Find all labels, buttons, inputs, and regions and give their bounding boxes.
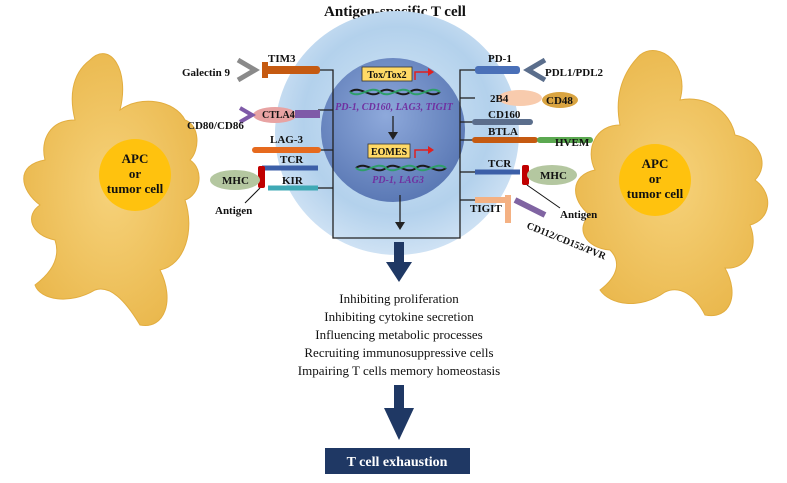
hvem-label: HVEM <box>555 137 590 149</box>
signal-bracket <box>318 69 475 239</box>
apc-left-core <box>99 139 171 211</box>
tox-label: Tox/Tox2 <box>367 70 406 81</box>
left-receptors: TIM3 Galectin 9 CTLA4 CD80/CD86 LAG-3 TC… <box>182 53 321 217</box>
cd80-cd86-label: CD80/CD86 <box>187 120 244 132</box>
apc-right-line1: APC <box>642 156 669 171</box>
tox-box <box>361 66 413 82</box>
ctla4-label: CTLA4 <box>262 110 295 121</box>
mhc-left <box>210 170 260 190</box>
galectin9-label: Galectin 9 <box>182 67 230 79</box>
tim3-label: TIM3 <box>268 53 296 65</box>
apc-right-line2: or <box>649 171 662 186</box>
apc-right-cell: APC or tumor cell <box>575 50 769 317</box>
pdl1-pdl2-label: PDL1/PDL2 <box>545 67 604 79</box>
tox-red-arrow <box>428 68 434 76</box>
kir-label: KIR <box>282 175 304 187</box>
tox-targets: PD-1, CD160, LAG3, TIGIT <box>335 102 454 113</box>
apc-right-line3: tumor cell <box>627 186 684 201</box>
cd48-ligand <box>542 92 578 108</box>
eomes-box <box>367 143 411 159</box>
outcome-box <box>325 448 470 474</box>
effects-list: Inhibiting proliferation Inhibiting cyto… <box>298 291 500 378</box>
eomes-red-arrow <box>428 146 434 154</box>
2b4-label: 2B4 <box>490 93 509 105</box>
apc-left-line2: or <box>129 166 142 181</box>
eomes-targets: PD-1, LAG3 <box>372 175 424 186</box>
arrow-to-effects <box>386 242 412 282</box>
nucleus-contents: Tox/Tox2 PD-1, CD160, LAG3, TIGIT EOMES … <box>335 66 454 186</box>
eomes-label: EOMES <box>371 147 408 158</box>
apc-left-cell: APC or tumor cell <box>23 53 200 326</box>
antigen-right <box>522 165 529 185</box>
pdl1-ligand <box>523 57 547 83</box>
lag3-label: LAG-3 <box>270 134 304 146</box>
antigen-left <box>258 166 265 188</box>
tf-arrow <box>388 132 398 140</box>
outcome-label: T cell exhaustion <box>347 455 448 470</box>
arrow-to-outcome <box>384 385 414 440</box>
cd80-ligand <box>238 106 256 124</box>
apc-right-core <box>619 144 691 216</box>
tcr-label-right: TCR <box>488 158 512 170</box>
galectin9-ligand <box>236 57 260 83</box>
effect-item: Recruiting immunosuppressive cells <box>304 345 493 360</box>
pd1-receptor <box>475 66 520 74</box>
cd112-ligand <box>513 197 547 218</box>
effect-item: Impairing T cells memory homeostasis <box>298 363 500 378</box>
tigit-label: TIGIT <box>470 203 502 215</box>
antigen-label-left: Antigen <box>215 205 252 217</box>
nucleus-down-arrow <box>395 222 405 230</box>
2b4-receptor <box>498 90 542 106</box>
effect-item: Inhibiting proliferation <box>339 291 459 306</box>
tim3-receptor <box>265 66 320 74</box>
apc-left-line1: APC <box>122 151 149 166</box>
tcr-label-left: TCR <box>280 154 304 166</box>
effect-item: Inhibiting cytokine secretion <box>324 309 474 324</box>
cd160-label: CD160 <box>488 109 521 121</box>
pd1-label: PD-1 <box>488 53 512 65</box>
apc-left-line3: tumor cell <box>107 181 164 196</box>
cd48-label: CD48 <box>546 95 573 107</box>
mhc-label-right: MHC <box>540 170 567 182</box>
antigen-label-right: Antigen <box>560 209 597 221</box>
effect-item: Influencing metabolic processes <box>315 327 483 342</box>
mhc-label-left: MHC <box>222 175 249 187</box>
mhc-right <box>527 165 577 185</box>
ctla4-receptor <box>253 107 297 123</box>
btla-label: BTLA <box>488 126 518 138</box>
